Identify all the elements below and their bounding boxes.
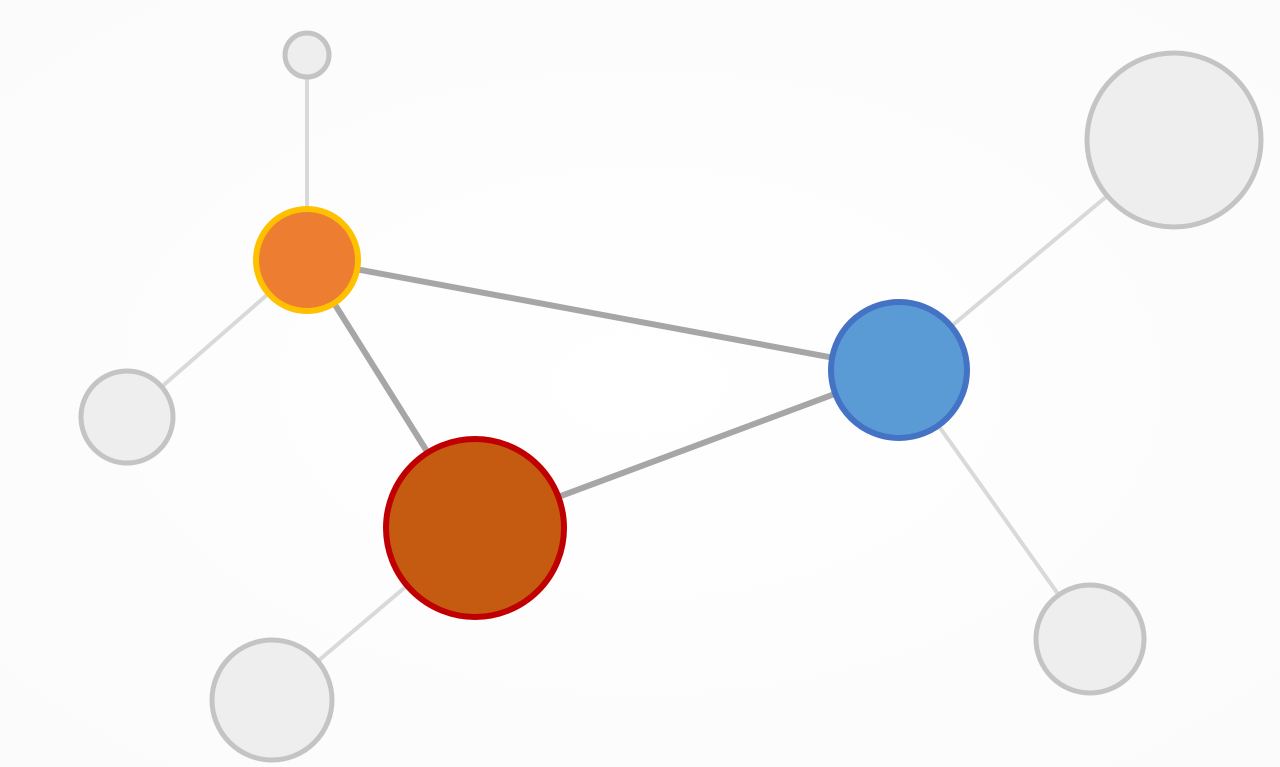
node-top-right[interactable] — [1084, 50, 1264, 230]
node-orange[interactable] — [253, 206, 361, 314]
node-dark-orange[interactable] — [383, 436, 567, 620]
edge-orange-blue — [306, 257, 900, 373]
node-small-top[interactable] — [282, 30, 332, 80]
node-bottom-left[interactable] — [209, 637, 335, 763]
node-left[interactable] — [78, 368, 176, 466]
node-bottom-right[interactable] — [1033, 582, 1147, 696]
node-blue[interactable] — [828, 299, 970, 441]
nodes-layer — [78, 30, 1264, 763]
